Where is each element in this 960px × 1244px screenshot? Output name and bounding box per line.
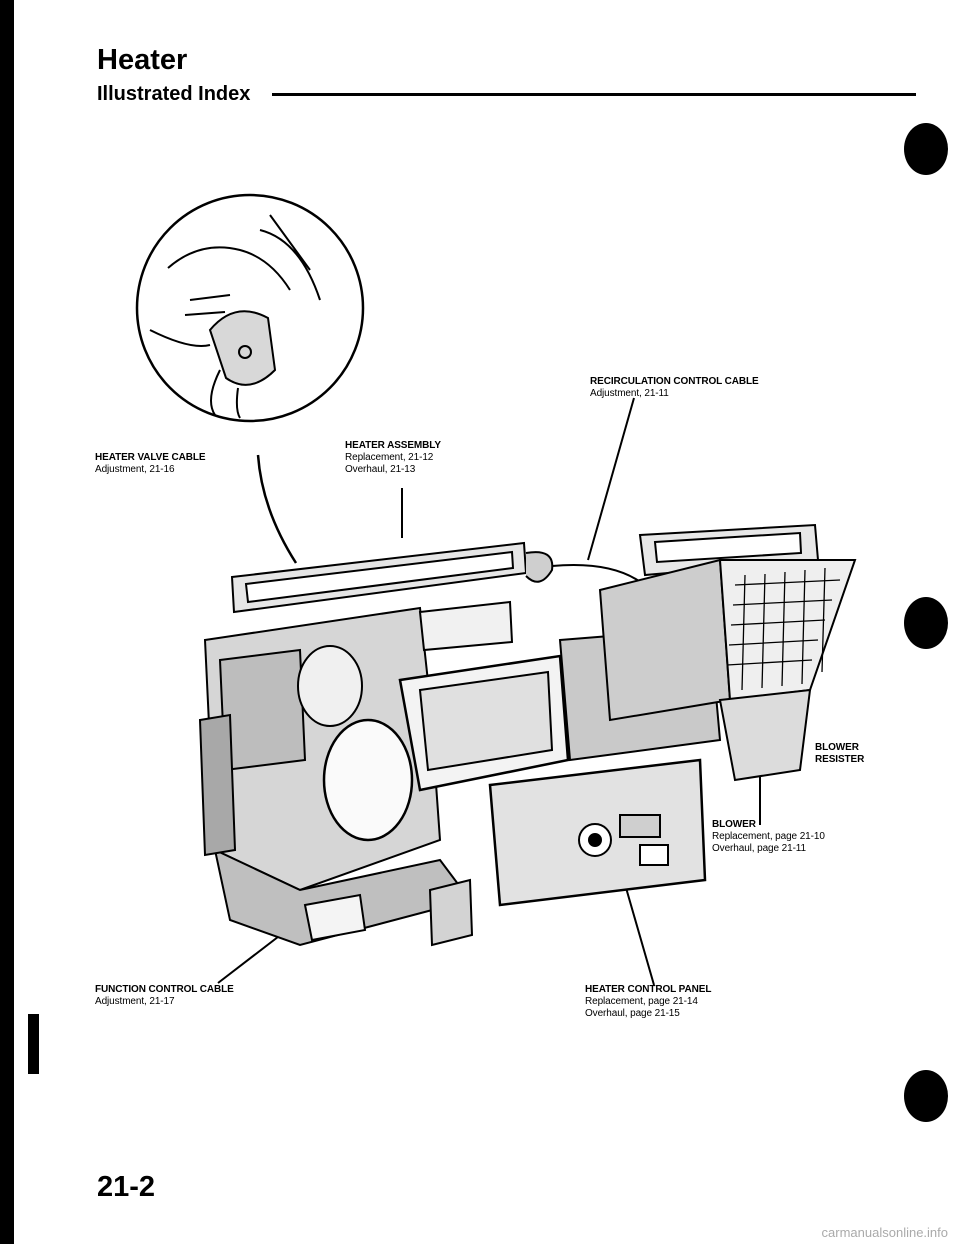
callout-name: HEATER ASSEMBLY bbox=[345, 440, 441, 451]
page-number: 21-2 bbox=[97, 1171, 156, 1203]
callout-ref: Adjustment, 21-16 bbox=[95, 464, 175, 475]
callout-name: BLOWER bbox=[815, 742, 859, 753]
margin-bullet-3 bbox=[904, 1070, 948, 1122]
callout-function-control-cable: FUNCTION CONTROL CABLE Adjustment, 21-17 bbox=[95, 984, 234, 1008]
callout-ref: Overhaul, page 21-11 bbox=[712, 843, 806, 854]
callout-ref: Overhaul, 21-13 bbox=[345, 464, 416, 475]
page-title: Heater bbox=[97, 44, 188, 76]
callout-name: FUNCTION CONTROL CABLE bbox=[95, 984, 234, 995]
margin-bullet-1 bbox=[904, 123, 948, 175]
margin-bullet-2 bbox=[904, 597, 948, 649]
callout-ref: Overhaul, page 21-15 bbox=[585, 1008, 680, 1019]
callout-name: RECIRCULATION CONTROL CABLE bbox=[590, 376, 759, 387]
callout-name-line2: RESISTER bbox=[815, 754, 865, 765]
callout-blower: BLOWER Replacement, page 21-10 Overhaul,… bbox=[712, 819, 825, 855]
callout-blower-resister: BLOWER RESISTER bbox=[815, 742, 864, 766]
callout-ref: Replacement, page 21-10 bbox=[712, 831, 825, 842]
callout-heater-control-panel: HEATER CONTROL PANEL Replacement, page 2… bbox=[585, 984, 711, 1020]
callout-heater-assembly: HEATER ASSEMBLY Replacement, 21-12 Overh… bbox=[345, 440, 441, 476]
callout-name: HEATER CONTROL PANEL bbox=[585, 984, 712, 995]
page-edge-bar bbox=[0, 0, 14, 1244]
callout-heater-valve-cable: HEATER VALVE CABLE Adjustment, 21-16 bbox=[95, 452, 206, 476]
callout-ref: Adjustment, 21-11 bbox=[590, 388, 669, 399]
callout-ref: Adjustment, 21-17 bbox=[95, 996, 175, 1007]
watermark-url[interactable]: carmanualsonline.info bbox=[821, 1225, 948, 1240]
header-rule bbox=[272, 93, 916, 96]
callout-ref: Replacement, 21-12 bbox=[345, 452, 434, 463]
callout-ref: Replacement, page 21-14 bbox=[585, 996, 698, 1007]
callout-name: BLOWER bbox=[712, 819, 756, 830]
section-tab-mark bbox=[28, 1014, 39, 1074]
callout-recirculation-control-cable: RECIRCULATION CONTROL CABLE Adjustment, … bbox=[590, 376, 759, 400]
callout-name: HEATER VALVE CABLE bbox=[95, 452, 206, 463]
section-subtitle: Illustrated Index bbox=[97, 83, 251, 105]
